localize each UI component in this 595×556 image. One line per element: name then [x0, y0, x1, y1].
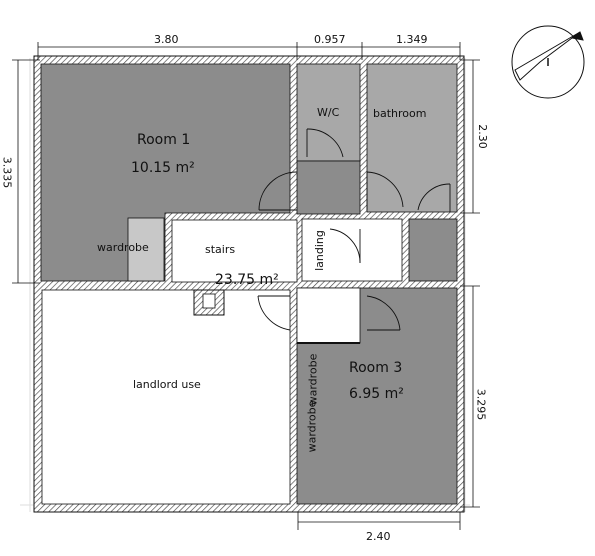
landlord-use-label: landlord use	[133, 378, 201, 391]
dim-top-left: 3.80	[154, 33, 179, 46]
room-1	[40, 63, 291, 282]
hall-area-label: 23.75 m²	[215, 272, 279, 288]
room-wc	[296, 63, 361, 162]
landing-area	[301, 218, 403, 282]
dim-top-right: 1.349	[396, 33, 428, 46]
dim-bottom: 2.40	[366, 530, 391, 543]
room-3-area: 6.95 m²	[349, 386, 404, 402]
stairs-area	[171, 219, 298, 283]
dimension-lines	[12, 42, 480, 530]
room-1-area: 10.15 m²	[131, 160, 195, 176]
wardrobe-2-label: wardrobe	[305, 400, 319, 453]
stairs-label: stairs	[205, 243, 236, 256]
room-bathroom	[366, 63, 458, 213]
landing-label: landing	[312, 230, 326, 271]
wardrobe-1-label: wardrobe	[97, 241, 149, 254]
north-arrow-icon	[511, 25, 585, 99]
dim-top-mid: 0.957	[314, 33, 346, 46]
wardrobe-3-label: wardrobe	[306, 353, 320, 406]
dim-right-bottom: 3.295	[474, 388, 488, 421]
door-swings	[257, 128, 451, 331]
wc-label: W/C	[317, 106, 340, 119]
room-landlord-use	[41, 289, 291, 505]
dim-right-top: 2.30	[475, 124, 489, 149]
cupboard-1	[296, 160, 361, 215]
wardrobe-1	[127, 217, 165, 282]
room-3-name: Room 3	[349, 360, 403, 376]
bathroom-label: bathroom	[373, 107, 427, 120]
room-1-name: Room 1	[137, 132, 191, 148]
cupboard-2	[408, 218, 458, 282]
hall-lower-over	[296, 287, 361, 344]
dim-left: 3.335	[0, 156, 14, 189]
